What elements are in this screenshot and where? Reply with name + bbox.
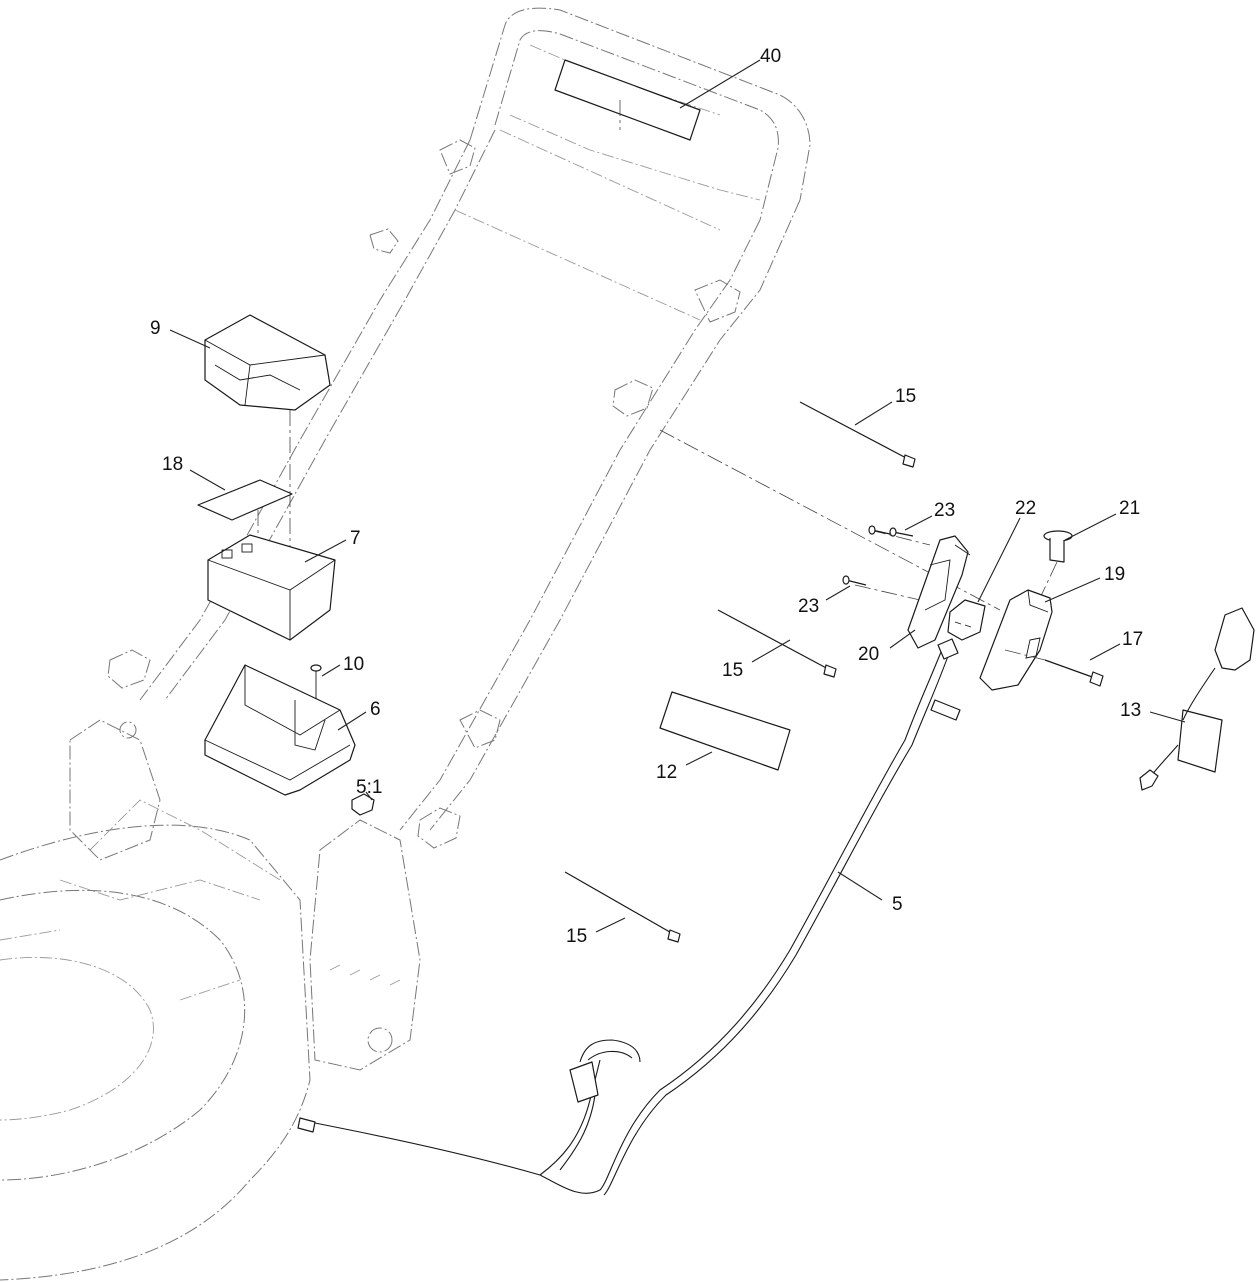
- part-9-battery-cover: [204, 314, 331, 560]
- part-15-cable-tie-lower: [564, 871, 681, 943]
- part-15-cable-tie-upper: [799, 401, 916, 468]
- callout-9: 9: [150, 318, 161, 339]
- callout-20: 20: [858, 644, 879, 665]
- callout-13: 13: [1120, 700, 1141, 721]
- leader-lines: [169, 59, 1186, 933]
- part-5-wire-harness: [297, 638, 961, 1196]
- callout-12: 12: [656, 762, 677, 783]
- callout-5-1: 5:1: [356, 777, 382, 798]
- part-6-battery-tray: [204, 664, 356, 796]
- part-40-decal: [554, 59, 701, 141]
- callout-21: 21: [1119, 498, 1140, 519]
- callout-17: 17: [1122, 629, 1143, 650]
- part-23-screw-upper: [868, 525, 914, 537]
- part-23-screw-lower: [842, 575, 867, 586]
- callout-15: 15: [895, 386, 916, 407]
- callout-10: 10: [343, 654, 364, 675]
- callout-5: 5: [892, 894, 903, 915]
- callout-18: 18: [162, 454, 183, 475]
- callout-15: 15: [722, 660, 743, 681]
- callout-6: 6: [370, 699, 381, 720]
- handle-phantom: [69, 7, 811, 1071]
- part-5-1-connector: [351, 793, 375, 816]
- part-22-switch: [947, 599, 986, 641]
- callout-15: 15: [566, 926, 587, 947]
- callout-40: 40: [760, 46, 781, 67]
- part-15-cable-tie-middle: [717, 609, 837, 678]
- part-7-battery: [207, 534, 336, 641]
- part-17-bolt: [1004, 649, 1104, 687]
- callout-23: 23: [798, 596, 819, 617]
- callout-23: 23: [934, 500, 955, 521]
- mower-deck-phantom: [0, 799, 311, 1281]
- part-21-pin: [1039, 530, 1073, 599]
- callout-22: 22: [1015, 498, 1036, 519]
- part-13-charger: [1139, 607, 1255, 791]
- callout-19: 19: [1104, 564, 1125, 585]
- part-20-switch-housing: [907, 535, 971, 649]
- callout-7: 7: [350, 528, 361, 549]
- part-12-decal: [659, 691, 791, 771]
- part-19-switch-cover: [979, 589, 1053, 691]
- callout-labels: 40 9 15 18 7 23 22 21 19 23 10 15 20 17 …: [150, 46, 1143, 947]
